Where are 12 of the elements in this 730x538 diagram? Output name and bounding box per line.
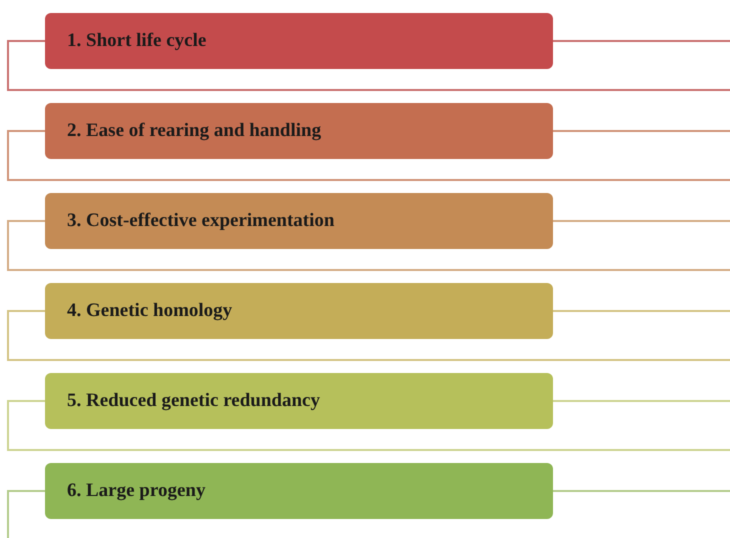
item-label: 2. Ease of rearing and handling [67, 120, 322, 142]
list-item-box [45, 103, 553, 159]
item-label: 3. Cost-effective experimentation [67, 210, 334, 232]
list-item-box [45, 283, 553, 339]
list-item-box [45, 13, 553, 69]
list-item-box [45, 463, 553, 519]
item-label: 4. Genetic homology [67, 300, 232, 322]
item-label: 1. Short life cycle [67, 30, 206, 52]
item-label: 5. Reduced genetic redundancy [67, 390, 320, 412]
item-label: 6. Large progeny [67, 480, 206, 502]
list-item-box [45, 193, 553, 249]
list-item-box [45, 373, 553, 429]
